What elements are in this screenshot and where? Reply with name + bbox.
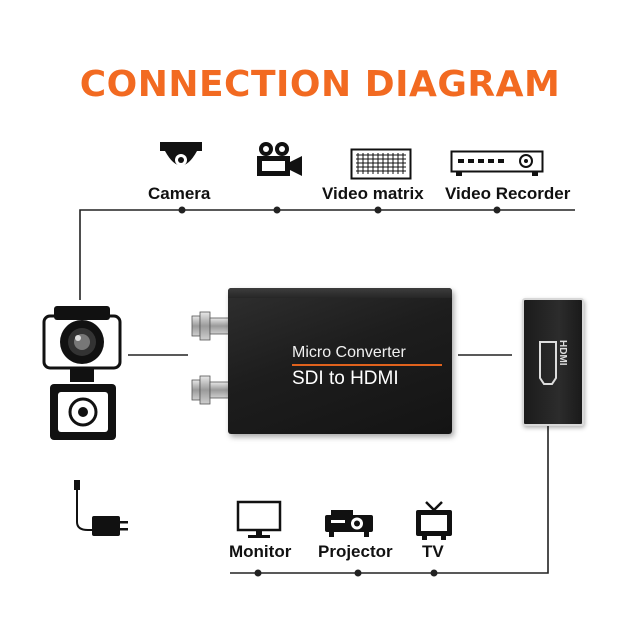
hdmi-port-icon xyxy=(539,341,557,385)
hdmi-adapter: HDMI xyxy=(522,298,584,426)
video-recorder-icon xyxy=(450,150,544,176)
label-video-recorder: Video Recorder xyxy=(445,184,571,203)
label-camera: Camera xyxy=(148,184,211,203)
label-projector: Projector xyxy=(318,542,393,561)
broadcast-camera-icon xyxy=(42,306,122,440)
power-adapter-icon xyxy=(74,480,128,536)
label-tv: TV xyxy=(422,542,444,561)
monitor-icon xyxy=(236,500,282,538)
device-label-line1: Micro Converter xyxy=(292,344,406,361)
label-video-matrix: Video matrix xyxy=(322,184,424,203)
video-camera-icon xyxy=(257,142,302,176)
dome-camera-icon xyxy=(160,142,202,166)
label-monitor: Monitor xyxy=(229,542,292,561)
sdi-bnc-connectors xyxy=(191,311,233,405)
hdmi-label: HDMI xyxy=(557,340,568,366)
tv-icon xyxy=(416,501,452,540)
projector-icon xyxy=(325,510,373,537)
device-label-separator xyxy=(292,364,442,366)
device-label-line2: SDI to HDMI xyxy=(292,368,399,389)
diagram-title: CONNECTION DIAGRAM xyxy=(79,64,561,105)
device-top-edge xyxy=(228,288,452,298)
video-matrix-icon xyxy=(350,148,412,180)
sdi-to-hdmi-converter: Micro Converter SDI to HDMI xyxy=(228,288,452,434)
